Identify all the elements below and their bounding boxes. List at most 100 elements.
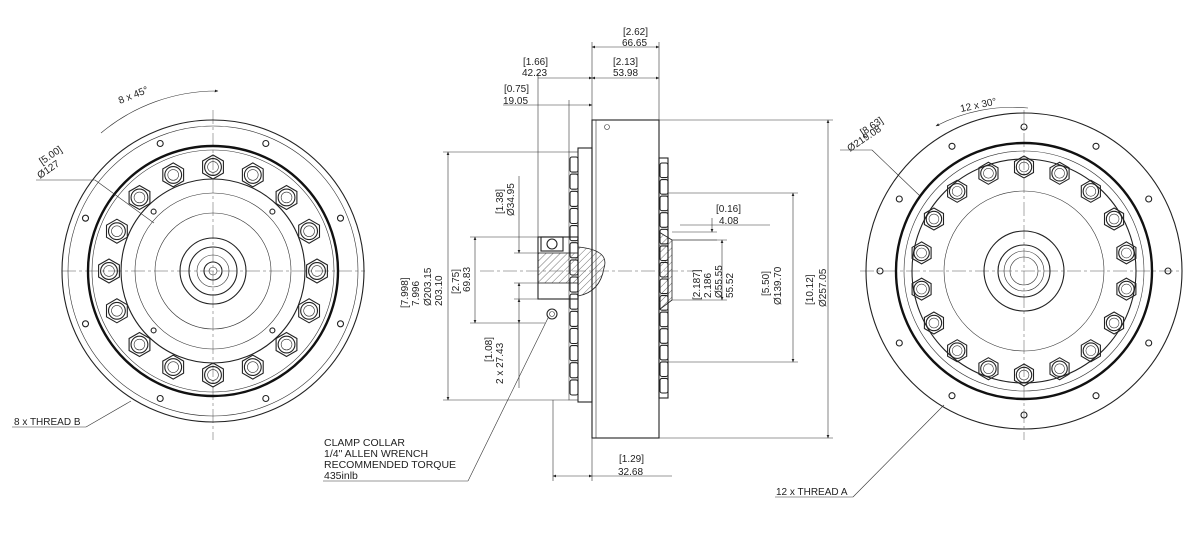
dim-213-metric: 53.98 xyxy=(613,68,638,79)
side-bolt-head xyxy=(569,327,579,345)
side-view: [2.62] 66.65 [1.66] 42.23 [2.13] 53.98 [… xyxy=(323,27,833,482)
bolt-head xyxy=(911,241,932,265)
side-bolt-head xyxy=(569,207,579,225)
dim-collar-metric: 2 x 27.43 xyxy=(495,342,506,384)
bolt-head-core xyxy=(207,369,219,381)
dim-bc-metric: Ø139.70 xyxy=(773,266,784,305)
rear-thread-a-holes xyxy=(876,123,1172,419)
bolt-head-ring xyxy=(913,280,930,298)
bolt-head-core xyxy=(951,345,963,356)
bolt-head-ring xyxy=(1105,314,1123,332)
bolt-head xyxy=(978,161,999,185)
bolt-head xyxy=(298,218,321,244)
bolt-head-ring xyxy=(913,244,930,262)
bolt-head-core xyxy=(1085,186,1097,197)
thread-hole xyxy=(895,195,903,203)
bolt-head-core xyxy=(1108,213,1120,225)
side-bolt-head xyxy=(569,345,579,362)
side-bolt-head xyxy=(569,156,579,173)
thread-hole xyxy=(1145,339,1153,347)
bolt-head xyxy=(162,162,185,188)
dim-075-imperial: [0.75] xyxy=(504,84,529,95)
front-view: 8 x 45° [5.00] Ø127 8 x THREAD B xyxy=(12,85,365,440)
side-bolt-head xyxy=(659,377,669,394)
bolt-head xyxy=(98,258,120,284)
dim-bc-imperial: [5.50] xyxy=(761,271,772,296)
bolt-head xyxy=(275,184,298,211)
bolt-head-core xyxy=(167,361,179,373)
bolt-head-core xyxy=(111,305,123,317)
bolt-head-ring xyxy=(1051,165,1068,182)
dim-hub-metric: 69.83 xyxy=(462,267,473,292)
dim-od-imperial: [10.12] xyxy=(805,274,816,305)
bolt-head xyxy=(306,258,328,284)
thread-hole xyxy=(1145,195,1153,203)
bolt-head-core xyxy=(928,213,940,225)
bolt-head-core xyxy=(167,169,179,181)
bolt-head-core xyxy=(1121,247,1132,259)
thread-hole xyxy=(269,208,276,215)
bolt-head xyxy=(1049,161,1070,185)
dim-pilot-imperial-lo: 2.186 xyxy=(703,273,714,298)
thread-hole xyxy=(262,394,270,403)
bolt-head-core xyxy=(1018,369,1030,381)
dim-166-metric: 42.23 xyxy=(522,68,547,79)
side-bolt-head xyxy=(569,173,579,190)
dim-129-imperial: [1.29] xyxy=(619,454,644,465)
bolt-head xyxy=(1080,339,1101,363)
bolt-head xyxy=(105,218,128,244)
bolt-head-ring xyxy=(243,358,262,377)
bolt-head-ring xyxy=(164,165,183,184)
thread-hole xyxy=(150,208,157,215)
thread-hole xyxy=(336,320,345,328)
side-bolt-head xyxy=(569,293,579,310)
dim-bore-imperial: [1.38] xyxy=(495,189,506,214)
bolt-head-core xyxy=(280,191,293,204)
side-bolt-head xyxy=(569,379,579,396)
bolt-head-core xyxy=(311,265,323,277)
side-bolt-head xyxy=(659,179,669,195)
bolt-head xyxy=(162,354,185,380)
bolt-head-ring xyxy=(1082,342,1100,359)
dim-flange-metric-lo: 203.10 xyxy=(434,275,445,306)
bolt-head-core xyxy=(983,168,994,179)
dim-flange-imperial-lo: 7.996 xyxy=(411,281,422,306)
bolt-head-ring xyxy=(277,335,296,354)
bolt-head-core xyxy=(1054,168,1065,179)
dim-overall-width-imperial: [2.62] xyxy=(623,27,648,38)
thread-hole xyxy=(156,139,164,148)
bolt-head-ring xyxy=(948,183,966,200)
bolt-head-core xyxy=(303,305,315,317)
bolt-head-ring xyxy=(107,301,126,320)
bolt-head xyxy=(947,179,968,203)
bolt-head xyxy=(911,277,932,301)
thread-hole xyxy=(1020,123,1028,131)
dim-pilot-imperial-hi: [2.187] xyxy=(692,269,703,300)
bolt-head xyxy=(202,154,224,180)
front-angle-label: 8 x 45° xyxy=(117,85,150,107)
bolt-head-core xyxy=(247,169,259,181)
bolt-head-core xyxy=(916,247,927,259)
thread-hole xyxy=(948,392,956,400)
bolt-head-ring xyxy=(204,158,222,176)
clamp-note-line-2: 1/4" ALLEN WRENCH xyxy=(324,448,428,460)
bolt-head xyxy=(1103,311,1125,335)
bolt-head-core xyxy=(1054,363,1065,374)
rear-bolt-pattern xyxy=(911,155,1137,387)
thread-hole xyxy=(156,394,164,403)
dim-166-imperial: [1.66] xyxy=(523,57,548,68)
bolt-head xyxy=(1103,207,1125,231)
bolt-head-ring xyxy=(277,188,296,207)
bolt-head-core xyxy=(951,186,963,197)
dim-hub-imperial: [2.75] xyxy=(451,269,462,294)
bolt-head-ring xyxy=(1082,183,1100,200)
bolt-head-core xyxy=(111,225,123,237)
bolt-head xyxy=(202,362,224,388)
bolt-head xyxy=(923,207,945,231)
bolt-head-ring xyxy=(300,301,319,320)
bolt-head xyxy=(1049,357,1070,381)
rear-angle-label: 12 x 30° xyxy=(959,97,997,115)
bolt-head-core xyxy=(928,317,940,329)
thread-hole xyxy=(81,214,90,222)
